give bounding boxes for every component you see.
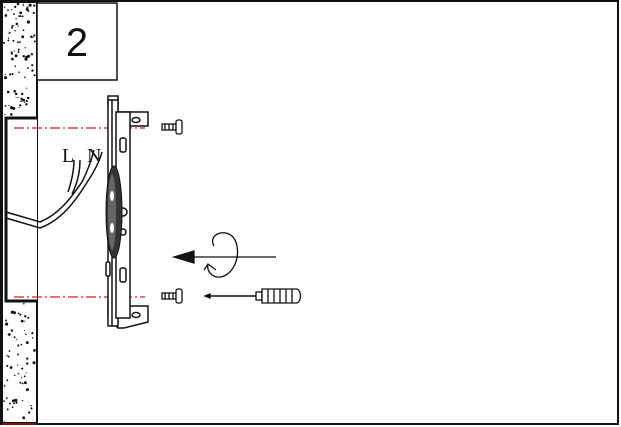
neutral-wire-label: N xyxy=(87,145,101,167)
live-wire-label: L xyxy=(62,145,74,167)
wall-texture xyxy=(2,2,36,422)
screwdriver-icon xyxy=(203,288,302,304)
lamp-base-disc xyxy=(105,165,123,259)
step-number: 2 xyxy=(66,21,88,65)
step-badge: 2 xyxy=(36,2,118,81)
power-cable xyxy=(5,149,103,229)
screw-icon xyxy=(161,288,183,304)
wall-junction-box xyxy=(4,116,37,303)
rotate-arrow-icon xyxy=(171,232,276,278)
screw-icon xyxy=(161,119,183,135)
